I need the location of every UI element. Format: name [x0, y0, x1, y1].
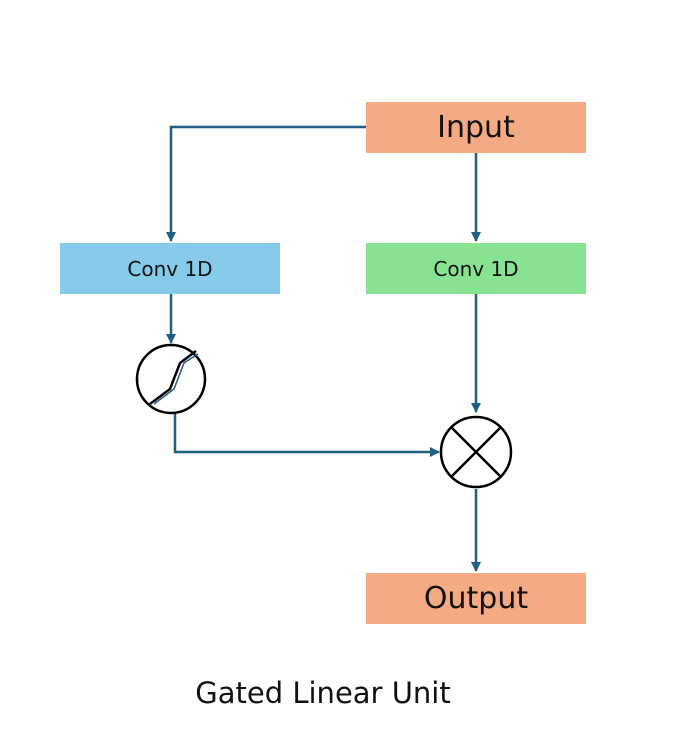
conv-right-node: Conv 1D	[366, 243, 586, 294]
diagram-caption: Gated Linear Unit	[195, 676, 451, 710]
conv-right-node-label: Conv 1D	[433, 256, 519, 281]
edge-sigmoid-to-multiply	[173, 412, 440, 457]
output-node: Output	[366, 573, 586, 624]
conv-left-node: Conv 1D	[60, 243, 280, 294]
input-node-label: Input	[437, 110, 515, 145]
edge-input-to-conv-left	[166, 125, 366, 242]
output-node-label: Output	[423, 581, 529, 616]
multiply-icon	[439, 415, 513, 489]
input-node: Input	[366, 102, 586, 153]
sigmoid-icon	[135, 343, 207, 415]
conv-left-node-label: Conv 1D	[127, 256, 213, 281]
